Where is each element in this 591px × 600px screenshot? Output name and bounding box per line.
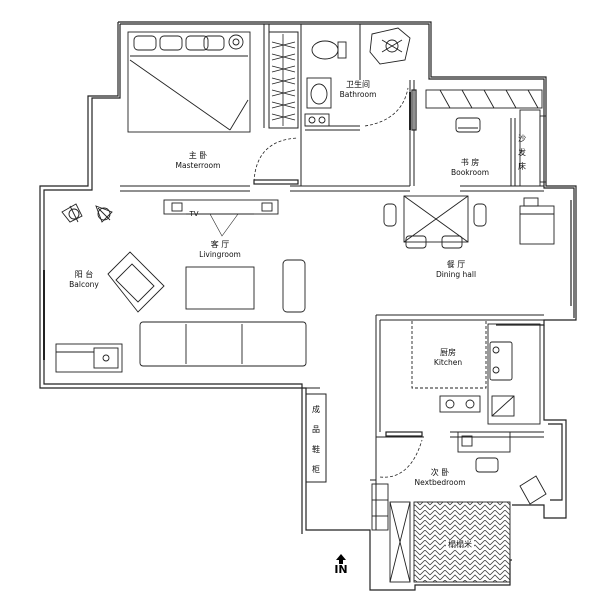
- living-room-furniture: [107, 199, 307, 367]
- balcony-label: 阳 台 Balcony: [69, 270, 99, 289]
- shoe-cabinet-label: 成 品 鞋 柜: [312, 405, 320, 474]
- interior-walls: [120, 24, 544, 530]
- outer-walls: [39, 21, 577, 591]
- shoe-cabinet: [305, 393, 327, 483]
- balcony-fixtures: [43, 203, 123, 373]
- sofabed-label: 沙 发 床: [518, 134, 526, 171]
- tatami-label: 榻榻米: [446, 540, 474, 550]
- bathroom-fixtures: [304, 27, 411, 130]
- doors: [253, 87, 423, 478]
- bookroom-label: 书 房 Bookroom: [450, 158, 490, 177]
- nextbedroom-furniture: [371, 431, 547, 583]
- bookroom-furniture: [425, 89, 547, 187]
- tv-label: TV: [189, 210, 199, 218]
- master-bed: [127, 31, 251, 133]
- dininghall-label: 餐 厅 Dining hall: [435, 260, 477, 279]
- door-panels: [253, 89, 423, 437]
- entry-label: IN: [334, 563, 348, 576]
- masterroom-label: 主 卧 Masterroom: [175, 151, 221, 170]
- bathroom-label: 卫生间 Bathroom: [339, 80, 377, 99]
- kitchen-label: 厨房 Kitchen: [433, 348, 463, 367]
- dining-table: [383, 195, 555, 249]
- kitchen-fixtures: [411, 319, 541, 425]
- entry-arrow-icon: [336, 554, 346, 560]
- entry-marker: IN: [333, 554, 349, 576]
- livingroom-label: 客 厅 Livingroom: [199, 240, 241, 259]
- wardrobe-hangers: [271, 34, 296, 126]
- nextbedroom-label: 次 卧 Nextbedroom: [414, 468, 466, 487]
